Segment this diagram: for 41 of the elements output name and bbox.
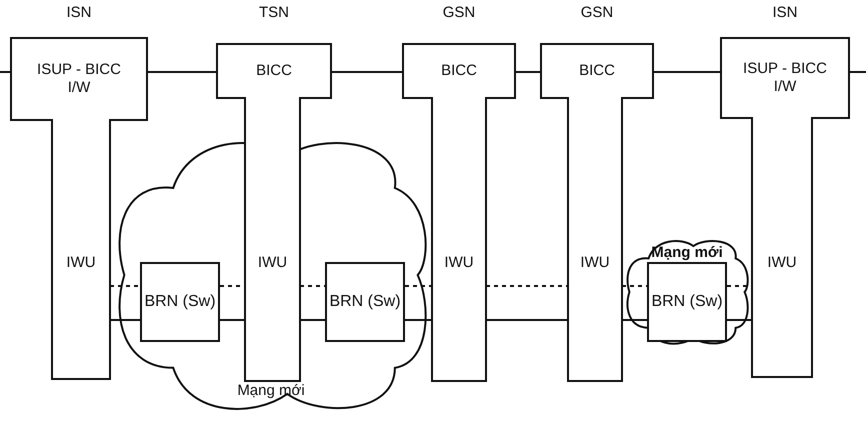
exchange-node: [540, 4, 654, 382]
unit-label: IWU: [443, 254, 475, 272]
unit-label: IWU: [256, 254, 288, 272]
switch-box: BRN (Sw): [325, 262, 405, 342]
unit-label: IWU: [766, 254, 798, 272]
node-label: BICC: [255, 62, 293, 80]
connector-line: [220, 319, 245, 321]
dashed-connector: [110, 285, 140, 287]
node-heading: GSN: [442, 4, 476, 22]
connector-line: [148, 71, 216, 73]
connector-line: [654, 71, 720, 73]
node-label: ISUP - BICC I/W: [36, 61, 122, 97]
node-heading: ISN: [65, 4, 92, 22]
dashed-connector: [622, 285, 647, 287]
node-label: ISUP - BICC I/W: [742, 60, 828, 96]
exchange-node: [402, 4, 516, 382]
dashed-connector: [405, 285, 432, 287]
node-label: BICC: [440, 62, 478, 80]
node-label: BICC: [578, 62, 616, 80]
dashed-connector: [486, 285, 568, 287]
connector-line: [332, 71, 402, 73]
unit-label: IWU: [65, 254, 97, 272]
connector-line: [0, 71, 10, 73]
connector-line: [727, 319, 752, 321]
node-heading: ISN: [771, 4, 798, 22]
unit-label: IWU: [579, 254, 611, 272]
switch-box: BRN (Sw): [647, 262, 727, 342]
cloud-label: Mạng mới: [236, 382, 306, 400]
connector-line: [110, 319, 140, 321]
connector-line: [486, 319, 568, 321]
node-heading: TSN: [258, 4, 290, 22]
connector-line: [516, 71, 540, 73]
node-heading: GSN: [580, 4, 614, 22]
cloud-label: Mạng mới: [650, 244, 724, 262]
connector-line: [850, 71, 866, 73]
switch-box: BRN (Sw): [140, 262, 220, 342]
dashed-connector: [300, 285, 325, 287]
connector-line: [300, 319, 325, 321]
connector-line: [622, 319, 647, 321]
exchange-node: [720, 4, 850, 378]
exchange-node: [216, 4, 332, 382]
